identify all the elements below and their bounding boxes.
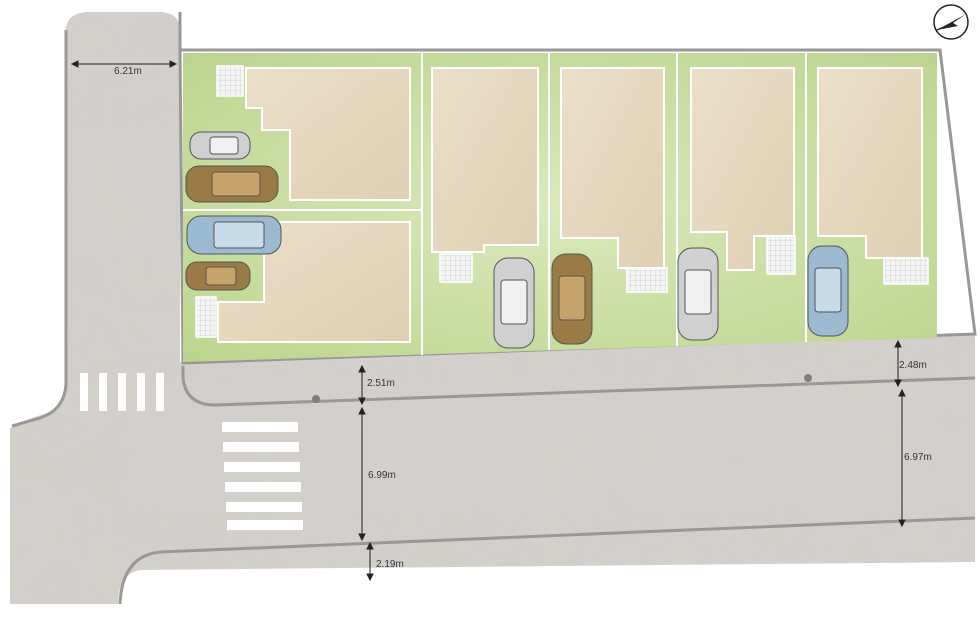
crosswalk-horizontal	[222, 422, 303, 530]
lot-6-building	[817, 67, 923, 259]
dimension-side-road-width: 6.21m	[114, 66, 142, 77]
north-arrow-icon	[933, 4, 969, 40]
lot-5-building	[690, 67, 795, 271]
cars	[185, 131, 849, 349]
tile-pads	[195, 65, 929, 338]
car-3	[186, 215, 282, 255]
dimension-lines	[70, 60, 906, 582]
car-4	[185, 261, 251, 291]
car-1	[189, 131, 251, 160]
dimension-sidewalk-bottom: 2.19m	[376, 559, 404, 570]
lot-4-building	[560, 67, 665, 269]
dimension-road-width-right: 6.97m	[904, 452, 932, 463]
crosswalk-vertical	[80, 373, 164, 411]
dimension-sidewalk-top-left: 2.51m	[367, 378, 395, 389]
manhole-marker	[804, 374, 812, 382]
lot-1-building	[245, 67, 411, 201]
car-8	[807, 245, 849, 337]
main-road	[10, 335, 975, 604]
car-7	[677, 247, 719, 341]
dimension-sidewalk-top-right: 2.48m	[899, 360, 927, 371]
car-2	[185, 165, 279, 203]
lot-dividers	[183, 53, 807, 355]
car-6	[551, 253, 593, 345]
sidewalk-edge-south	[118, 516, 976, 605]
sidewalk-edge-north	[181, 366, 976, 407]
dimension-road-width-left: 6.99m	[368, 470, 396, 481]
side-road-edge-left	[11, 30, 68, 428]
building-footprints	[217, 67, 923, 343]
car-5	[493, 257, 535, 349]
lot-3-building	[431, 67, 539, 253]
site-boundary	[178, 48, 977, 365]
manhole-marker	[312, 395, 320, 403]
